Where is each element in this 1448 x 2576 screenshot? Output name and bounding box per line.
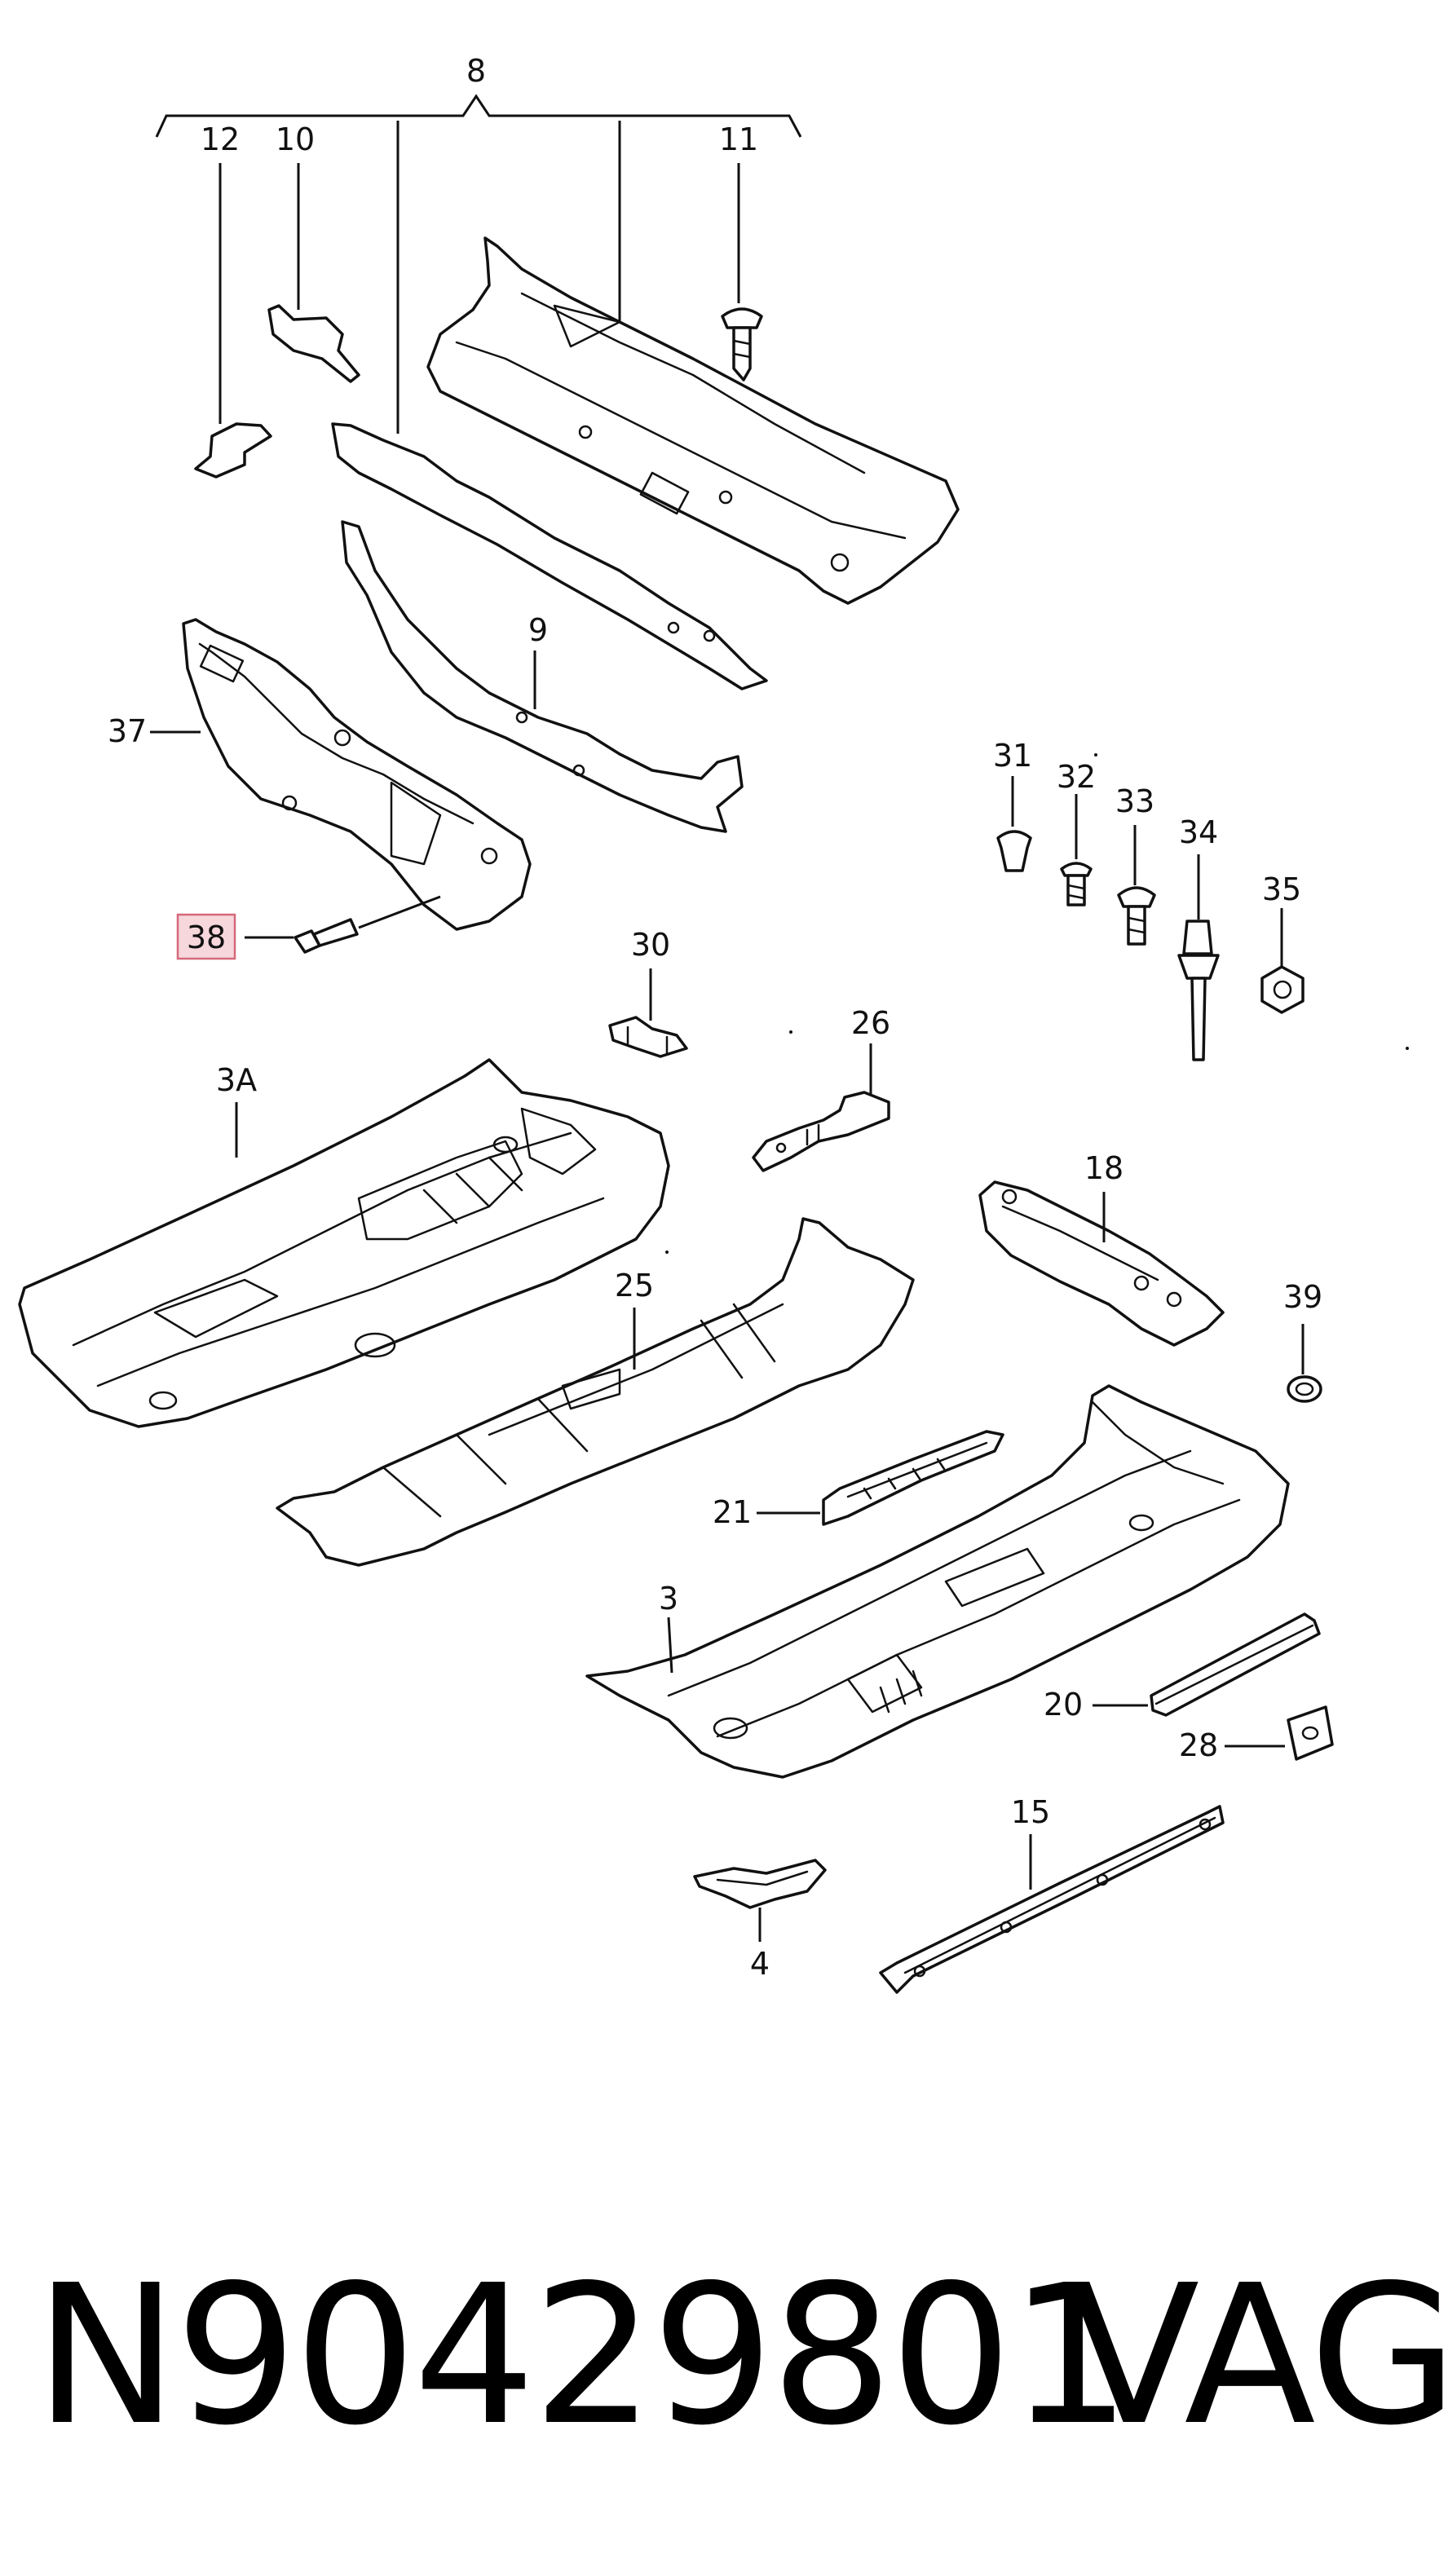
callout-34: 34 xyxy=(1179,814,1218,850)
callout-labels: 8 12 10 11 9 37 38 31 32 33 34 35 30 26 … xyxy=(108,53,1322,1982)
part-21-rail xyxy=(757,1430,1004,1526)
part-30-clip xyxy=(608,968,688,1058)
part-9-bulkhead-strip xyxy=(341,520,744,833)
callout-10: 10 xyxy=(276,121,315,157)
callout-18: 18 xyxy=(1084,1150,1124,1186)
highlight-38-box xyxy=(176,913,236,960)
part-38-bolt xyxy=(294,895,441,954)
callout-25: 25 xyxy=(615,1268,654,1303)
part-39-grommet xyxy=(1287,1324,1322,1403)
part-number: N90429801 xyxy=(34,2243,1132,2468)
callout-3A: 3A xyxy=(216,1062,257,1098)
part-25-tunnel xyxy=(276,1217,915,1567)
part-28-patch-plate xyxy=(1225,1705,1334,1761)
callout-28: 28 xyxy=(1179,1727,1218,1763)
part-31-plug xyxy=(996,776,1032,872)
callout-4: 4 xyxy=(750,1946,770,1982)
part-3A-front-floor xyxy=(18,1058,670,1428)
callout-15: 15 xyxy=(1011,1794,1050,1830)
part-18-cross-member xyxy=(978,1180,1225,1347)
part-37-side-panel xyxy=(182,618,532,931)
part-26-bracket xyxy=(752,1043,890,1172)
callout-12: 12 xyxy=(201,121,240,157)
part-10-bracket xyxy=(267,163,360,383)
callout-26: 26 xyxy=(851,1005,890,1041)
callout-21: 21 xyxy=(713,1494,752,1530)
part-12-bracket xyxy=(194,163,272,479)
part-8-sealing-strip xyxy=(331,422,768,690)
callout-11: 11 xyxy=(719,121,758,157)
part-35-nut xyxy=(1260,908,1305,1014)
parts-diagram: 8 12 10 11 9 37 38 31 32 33 34 35 30 26 … xyxy=(18,53,1409,1994)
callout-3: 3 xyxy=(659,1581,678,1617)
part-34-rivet xyxy=(1177,854,1220,1061)
callout-8: 8 xyxy=(466,53,486,89)
part-15-long-rail xyxy=(879,1805,1225,1994)
callout-30: 30 xyxy=(631,927,670,963)
callout-20: 20 xyxy=(1044,1687,1083,1722)
part-8-cowl-panel xyxy=(426,236,960,605)
callout-37: 37 xyxy=(108,713,147,749)
callout-35: 35 xyxy=(1262,871,1301,907)
part-caption: N90429801 VAG xyxy=(0,2234,1448,2478)
brand-name: VAG xyxy=(1068,2243,1448,2468)
callout-31: 31 xyxy=(993,738,1032,774)
callout-39: 39 xyxy=(1283,1279,1322,1315)
callout-33: 33 xyxy=(1115,783,1154,819)
part-11-clip xyxy=(721,163,763,382)
callout-9: 9 xyxy=(528,612,548,648)
group-bracket-8 xyxy=(155,94,802,434)
part-32-screw xyxy=(1060,794,1093,906)
part-3-rear-floor xyxy=(585,1384,1290,1779)
part-4-gusset xyxy=(693,1859,827,1942)
part-33-clip xyxy=(1117,825,1156,946)
part-20-sill-strip xyxy=(1093,1612,1321,1717)
callout-38: 38 xyxy=(187,920,226,955)
callout-32: 32 xyxy=(1057,759,1096,795)
